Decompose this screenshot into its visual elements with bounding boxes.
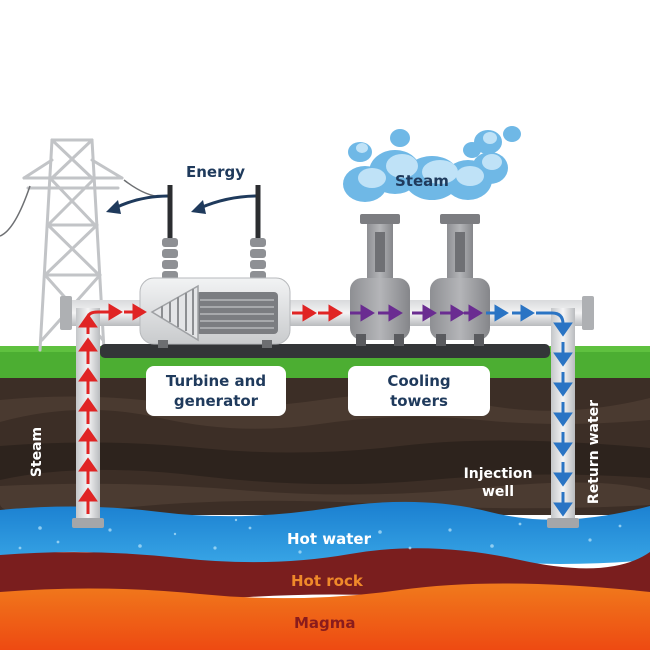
- return-water-label: Return water: [586, 399, 602, 505]
- cooling-tower-left: [350, 214, 410, 346]
- injection-well-label: Injection well: [458, 465, 538, 501]
- energy-arrow-left: [114, 194, 169, 210]
- magma-layer: [0, 583, 650, 650]
- pipe-cap-right: [582, 296, 594, 330]
- water-bubbles: [18, 518, 622, 554]
- insulators: [162, 185, 266, 280]
- pipe-cap-left: [60, 296, 72, 330]
- hot-water-label: Hot water: [287, 530, 371, 548]
- return-down-arrows: [553, 322, 573, 517]
- cooling-card-line2: towers: [390, 392, 448, 410]
- cooling-arrows: [350, 304, 483, 322]
- hot-water-layer: [0, 501, 650, 567]
- soil-band-dark: [0, 440, 650, 485]
- energy-arrowhead-right: [191, 200, 206, 214]
- energy-arrowhead-left: [106, 200, 121, 214]
- turbine-card-line1: Turbine and: [165, 372, 267, 390]
- soil-band-lower: [0, 482, 650, 514]
- ground-layers: [0, 346, 650, 650]
- turbine-card-line2: generator: [173, 392, 259, 410]
- injection-line2: well: [481, 484, 515, 500]
- energy-arrows: [114, 194, 259, 210]
- steam-cloud: [343, 126, 521, 202]
- steam-horizontal-arrows: [104, 303, 343, 322]
- steam-pipe-label: Steam: [29, 426, 45, 478]
- energy-label: Energy: [186, 163, 246, 181]
- energy-arrow-right: [199, 194, 259, 210]
- turbine-generator: [139, 277, 291, 348]
- steam-cloud-label: Steam: [395, 172, 449, 190]
- cooling-tower-right: [430, 214, 490, 346]
- cooling-towers-card: Cooling towers: [348, 366, 490, 416]
- hot-rock-label: Hot rock: [291, 572, 363, 590]
- base-platform: [100, 344, 550, 358]
- steam-up-arrows: [78, 313, 98, 514]
- cooling-card-line1: Cooling: [387, 372, 451, 390]
- injection-line1: Injection: [463, 466, 533, 482]
- turbine-generator-card: Turbine and generator: [146, 366, 286, 416]
- magma-label: Magma: [294, 614, 356, 632]
- return-horizontal-arrows: [486, 304, 535, 322]
